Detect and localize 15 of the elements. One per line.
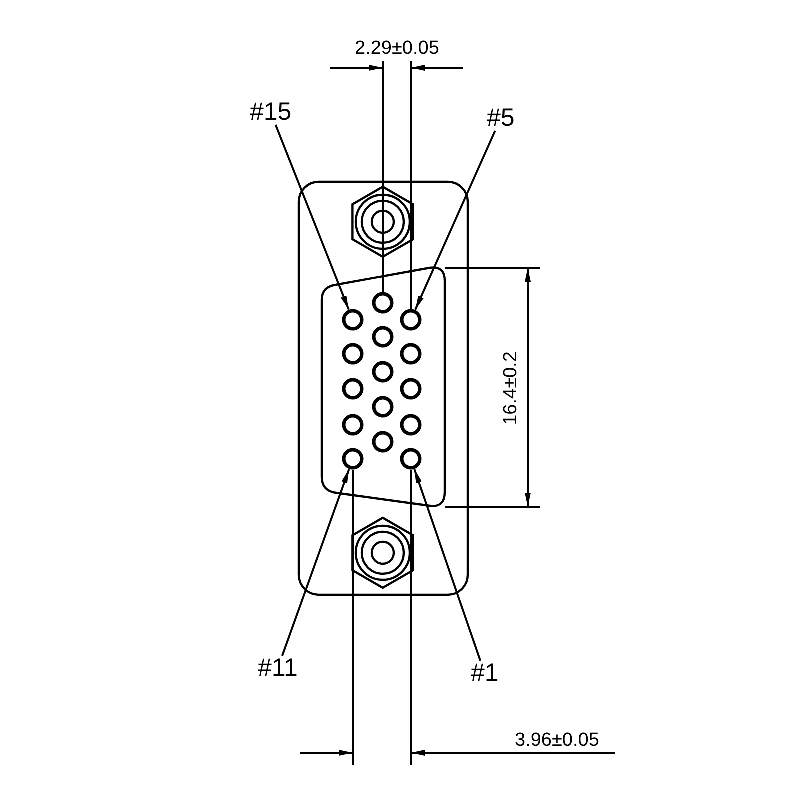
dimension-label: 16.4±0.2 bbox=[501, 351, 520, 425]
pin-contact bbox=[342, 309, 364, 331]
pin-number-label: #11 bbox=[258, 656, 298, 681]
pin-contact bbox=[342, 448, 364, 470]
pin-contact bbox=[400, 448, 422, 470]
pin-number-label: #1 bbox=[471, 661, 499, 686]
pin-number-label: #5 bbox=[487, 106, 515, 131]
dimension-label: 3.96±0.05 bbox=[515, 730, 600, 750]
pin-contact bbox=[400, 309, 422, 331]
leader-line bbox=[414, 469, 482, 662]
leader-line bbox=[414, 130, 496, 310]
pin-number-label: #15 bbox=[250, 100, 292, 125]
dimension-label: 2.29±0.05 bbox=[355, 38, 440, 58]
leader-line bbox=[274, 124, 350, 310]
leader-line bbox=[281, 469, 350, 656]
